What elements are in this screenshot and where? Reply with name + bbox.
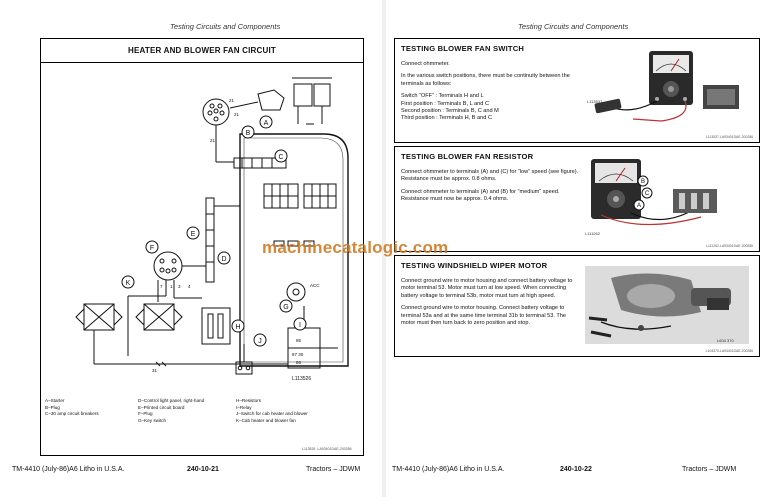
callout-h: H (231, 319, 245, 333)
ground-label: 31 (152, 368, 158, 373)
legend-item: J–Switch for cab heater and blower (236, 411, 308, 417)
section-body: Connect ground wire to motor housing and… (401, 278, 579, 332)
legend-item: I–Relay (236, 404, 252, 410)
figure-ref: L104370-LA93401DAE-200286 (705, 349, 753, 353)
legend-column-2: D–Control light panel, right-hand E–Prin… (138, 398, 204, 424)
callout-e: E (186, 226, 200, 240)
page-number: 240-10-22 (560, 466, 592, 473)
photo-label: L111262 (585, 231, 601, 236)
wire-label: 21 (210, 138, 216, 143)
svg-text:H: H (235, 324, 240, 331)
legend-item: E–Printed circuit board (138, 404, 185, 410)
ohmmeter-resistor-photo: B A C L111262 (581, 153, 753, 239)
watermark-text: machinecatalogic.com (262, 238, 449, 257)
relay-terminal: 85 (296, 338, 302, 343)
svg-text:J: J (258, 338, 262, 345)
legend-item: F–Plug (138, 411, 153, 417)
callout-f: F (145, 240, 159, 254)
svg-text:C: C (278, 154, 283, 161)
legend-item: G–Key switch (138, 417, 167, 423)
legend-item: K–Cab heater and blower fan (236, 417, 296, 423)
footer-edition: TM-4410 (July-86)A6 Litho in U.S.A. (12, 466, 125, 473)
relay-ref: L113526 (292, 376, 311, 382)
section-body: Connect ohmmeter. In the various switch … (401, 61, 579, 128)
acc-label: ACC (310, 283, 320, 288)
section-body: Connect ohmmeter to terminals (A) and (C… (401, 169, 579, 209)
section-blower-switch: TESTING BLOWER FAN SWITCH Connect ohmmet… (394, 38, 760, 143)
photo-label: L113537 (587, 99, 603, 104)
callout-a-resistor: A (633, 199, 645, 211)
callout-j: J (253, 333, 267, 347)
svg-text:F: F (150, 245, 154, 252)
legend-column-1: A–Starter B–Plug C–30 amp circuit breake… (45, 398, 99, 418)
section-title: TESTING BLOWER FAN RESISTOR (401, 152, 534, 161)
paragraph: Connect ohmmeter to terminals (A) and (B… (401, 188, 560, 203)
callout-c-resistor: C (641, 187, 653, 199)
running-head-right: Testing Circuits and Components (518, 22, 629, 31)
relay-terminal: 87 30 (292, 352, 304, 357)
paragraph: Connect ground wire to motor housing and… (401, 278, 573, 299)
callout-d: D (217, 251, 231, 265)
legend-item: C–30 amp circuit breakers (45, 411, 99, 417)
legend-item: H–Resistors (236, 398, 262, 403)
section-title: TESTING WINDSHIELD WIPER MOTOR (401, 261, 548, 270)
callout-i: I (293, 317, 307, 331)
footer-series: Tractors – JDWM (306, 466, 361, 473)
svg-text:A: A (637, 203, 641, 209)
figure-ref: L113537-LA93401DAE-200286 (705, 135, 753, 139)
callout-c: C (274, 149, 288, 163)
legend-item: A–Starter (45, 398, 65, 403)
svg-text:C: C (645, 191, 650, 197)
page-number: 240-10-21 (187, 466, 219, 473)
legend-column-3: H–Resistors I–Relay J–Switch for cab hea… (236, 398, 308, 424)
legend-item: D–Control light panel, right-hand (138, 398, 205, 403)
callout-b: B (241, 125, 255, 139)
paragraph: Connect ground wire to motor housing. Co… (401, 305, 566, 327)
svg-text:E: E (191, 231, 196, 238)
callout-a: A (259, 115, 273, 129)
svg-text:D: D (221, 256, 226, 263)
svg-text:I: I (299, 322, 301, 329)
svg-text:B: B (641, 179, 645, 185)
footer-edition: TM-4410 (July-86)A6 Litho in U.S.A. (392, 466, 505, 473)
paragraph: Switch “OFF” : Terminals H and L First p… (401, 93, 499, 122)
section-wiper-motor: TESTING WINDSHIELD WIPER MOTOR Connect g… (394, 255, 760, 357)
right-page: Testing Circuits and Components TESTING … (386, 0, 768, 497)
left-page: Testing Circuits and Components HEATER A… (0, 0, 382, 497)
wire-label: 21 (234, 112, 240, 117)
diagram-title: HEATER AND BLOWER FAN CIRCUIT (127, 46, 276, 55)
legend-item: B–Plug (45, 404, 60, 410)
running-head-left: Testing Circuits and Components (170, 22, 281, 31)
paragraph: In the various switch positions, there m… (401, 73, 570, 87)
callout-k: K (121, 275, 135, 289)
title-rule (41, 62, 363, 63)
section-title: TESTING BLOWER FAN SWITCH (401, 44, 525, 53)
callout-g: G (279, 299, 293, 313)
svg-text:A: A (264, 120, 269, 127)
wire-label: 1 (170, 284, 173, 289)
wiper-motor-photo: L604 370 (581, 262, 753, 348)
section-blower-resistor: TESTING BLOWER FAN RESISTOR Connect ohmm… (394, 146, 760, 252)
svg-text:K: K (126, 280, 131, 287)
wiring-diagram: A B C D E F G H I J K 21 21 21 1 7 3 4 A… (75, 77, 349, 382)
paragraph: Connect ohmmeter. (401, 61, 450, 67)
diagram-frame: HEATER AND BLOWER FAN CIRCUIT (40, 38, 364, 456)
figure-ref: L111262-LA93401DAE-200286 (706, 244, 753, 248)
panel-indicators (263, 183, 337, 247)
ohmmeter-switch-photo: L113537 (581, 45, 753, 131)
figure-ref: L113526 -LA93401DAE-200286 (302, 447, 352, 451)
wire-label: 4 (188, 284, 191, 289)
wire-label: 7 (160, 284, 163, 289)
wire-label: 3 (178, 284, 181, 289)
control-panel-outline (239, 133, 349, 367)
photo-label: L604 370 (717, 338, 734, 343)
svg-text:B: B (246, 130, 251, 137)
footer-series: Tractors – JDWM (682, 466, 737, 473)
paragraph: Connect ohmmeter to terminals (A) and (C… (401, 169, 579, 183)
callout-b-resistor: B (637, 175, 649, 187)
wire-label: 21 (229, 98, 235, 103)
page-gutter (382, 0, 386, 497)
relay-terminal: 86 (296, 360, 302, 365)
svg-text:G: G (283, 304, 288, 311)
